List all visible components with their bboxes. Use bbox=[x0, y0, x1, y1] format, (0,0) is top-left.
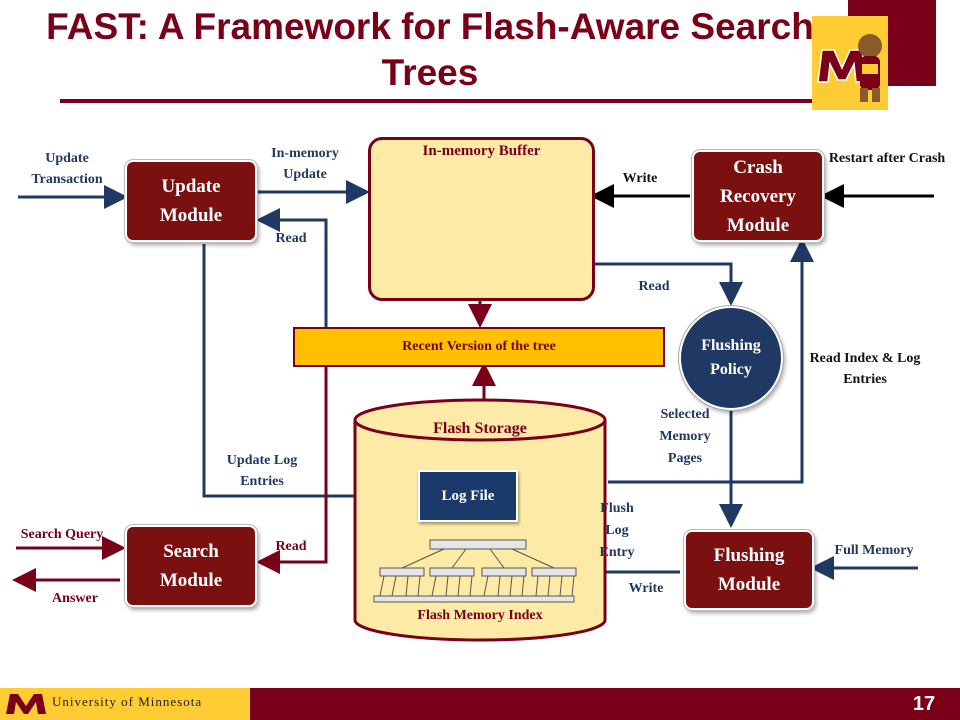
in-memory-update-label: In-memory Update bbox=[271, 146, 339, 182]
read-buffer-label: Read bbox=[638, 279, 670, 294]
flushing-policy-label: Flushing Policy bbox=[701, 337, 761, 378]
flash-storage-cylinder bbox=[353, 398, 607, 642]
update-module: Update Module bbox=[125, 160, 257, 242]
search-module: Search Module bbox=[125, 525, 257, 607]
flush-log-entry-label: Flush Log Entry bbox=[599, 501, 635, 560]
read-update-label: Read bbox=[275, 231, 307, 246]
flash-index-tree bbox=[373, 539, 577, 603]
read-index-log-label: Read Index & Log Entries bbox=[809, 351, 921, 387]
write-flush-label: Write bbox=[628, 581, 664, 596]
page-number: 17 bbox=[912, 693, 936, 715]
recent-version-label: Recent Version of the tree bbox=[402, 339, 556, 354]
log-file-label: Log File bbox=[441, 487, 495, 504]
search-query-label: Search Query bbox=[20, 527, 104, 542]
flushing-module: Flushing Module bbox=[684, 530, 814, 610]
search-module-label: Search Module bbox=[159, 541, 223, 591]
flushing-module-label: Flushing Module bbox=[713, 545, 785, 595]
footer-university-text: University of Minnesota bbox=[52, 694, 202, 710]
footer-university-label: University of Minnesota bbox=[52, 694, 203, 709]
flash-memory-index-label: Flash Memory Index bbox=[417, 608, 543, 623]
flushing-policy-circle: Flushing Policy bbox=[679, 306, 783, 410]
title-rule bbox=[60, 99, 815, 103]
slide-title-text: FAST: A Framework for Flash-Aware Search… bbox=[46, 6, 814, 93]
recent-version-bar: Recent Version of the tree bbox=[293, 327, 665, 367]
university-m-logo-icon bbox=[6, 694, 46, 714]
flash-storage-title: Flash Storage bbox=[433, 420, 527, 437]
in-memory-buffer-title: In-memory Buffer bbox=[422, 143, 541, 159]
buffer-read-to-policy-arrow bbox=[592, 262, 743, 306]
full-memory-label: Full Memory bbox=[834, 543, 914, 558]
read-search-label: Read bbox=[275, 539, 307, 554]
gopher-logo-icon bbox=[817, 34, 882, 102]
read-index-log-arrow bbox=[608, 238, 814, 484]
selected-memory-pages-label: Selected Memory Pages bbox=[659, 407, 711, 466]
crash-recovery-module-label: Crash Recovery Module bbox=[720, 156, 796, 236]
answer-label: Answer bbox=[52, 591, 98, 606]
gopher-logo bbox=[812, 16, 888, 110]
write-crash-label: Write bbox=[622, 171, 658, 186]
update-log-entries-arrow bbox=[202, 244, 418, 508]
read-to-search-arrow bbox=[256, 330, 328, 574]
update-module-label: Update Module bbox=[159, 176, 223, 226]
in-memory-buffer bbox=[368, 137, 595, 301]
update-transaction-label: Update Transaction bbox=[31, 151, 103, 187]
crash-recovery-module: Crash Recovery Module bbox=[692, 150, 824, 242]
slide-title: FAST: A Framework for Flash-Aware Search… bbox=[0, 4, 860, 96]
restart-after-crash-label: Restart after Crash bbox=[828, 151, 946, 166]
update-log-entries-label: Update Log Entries bbox=[226, 453, 298, 489]
log-file-box: Log File bbox=[418, 470, 518, 522]
